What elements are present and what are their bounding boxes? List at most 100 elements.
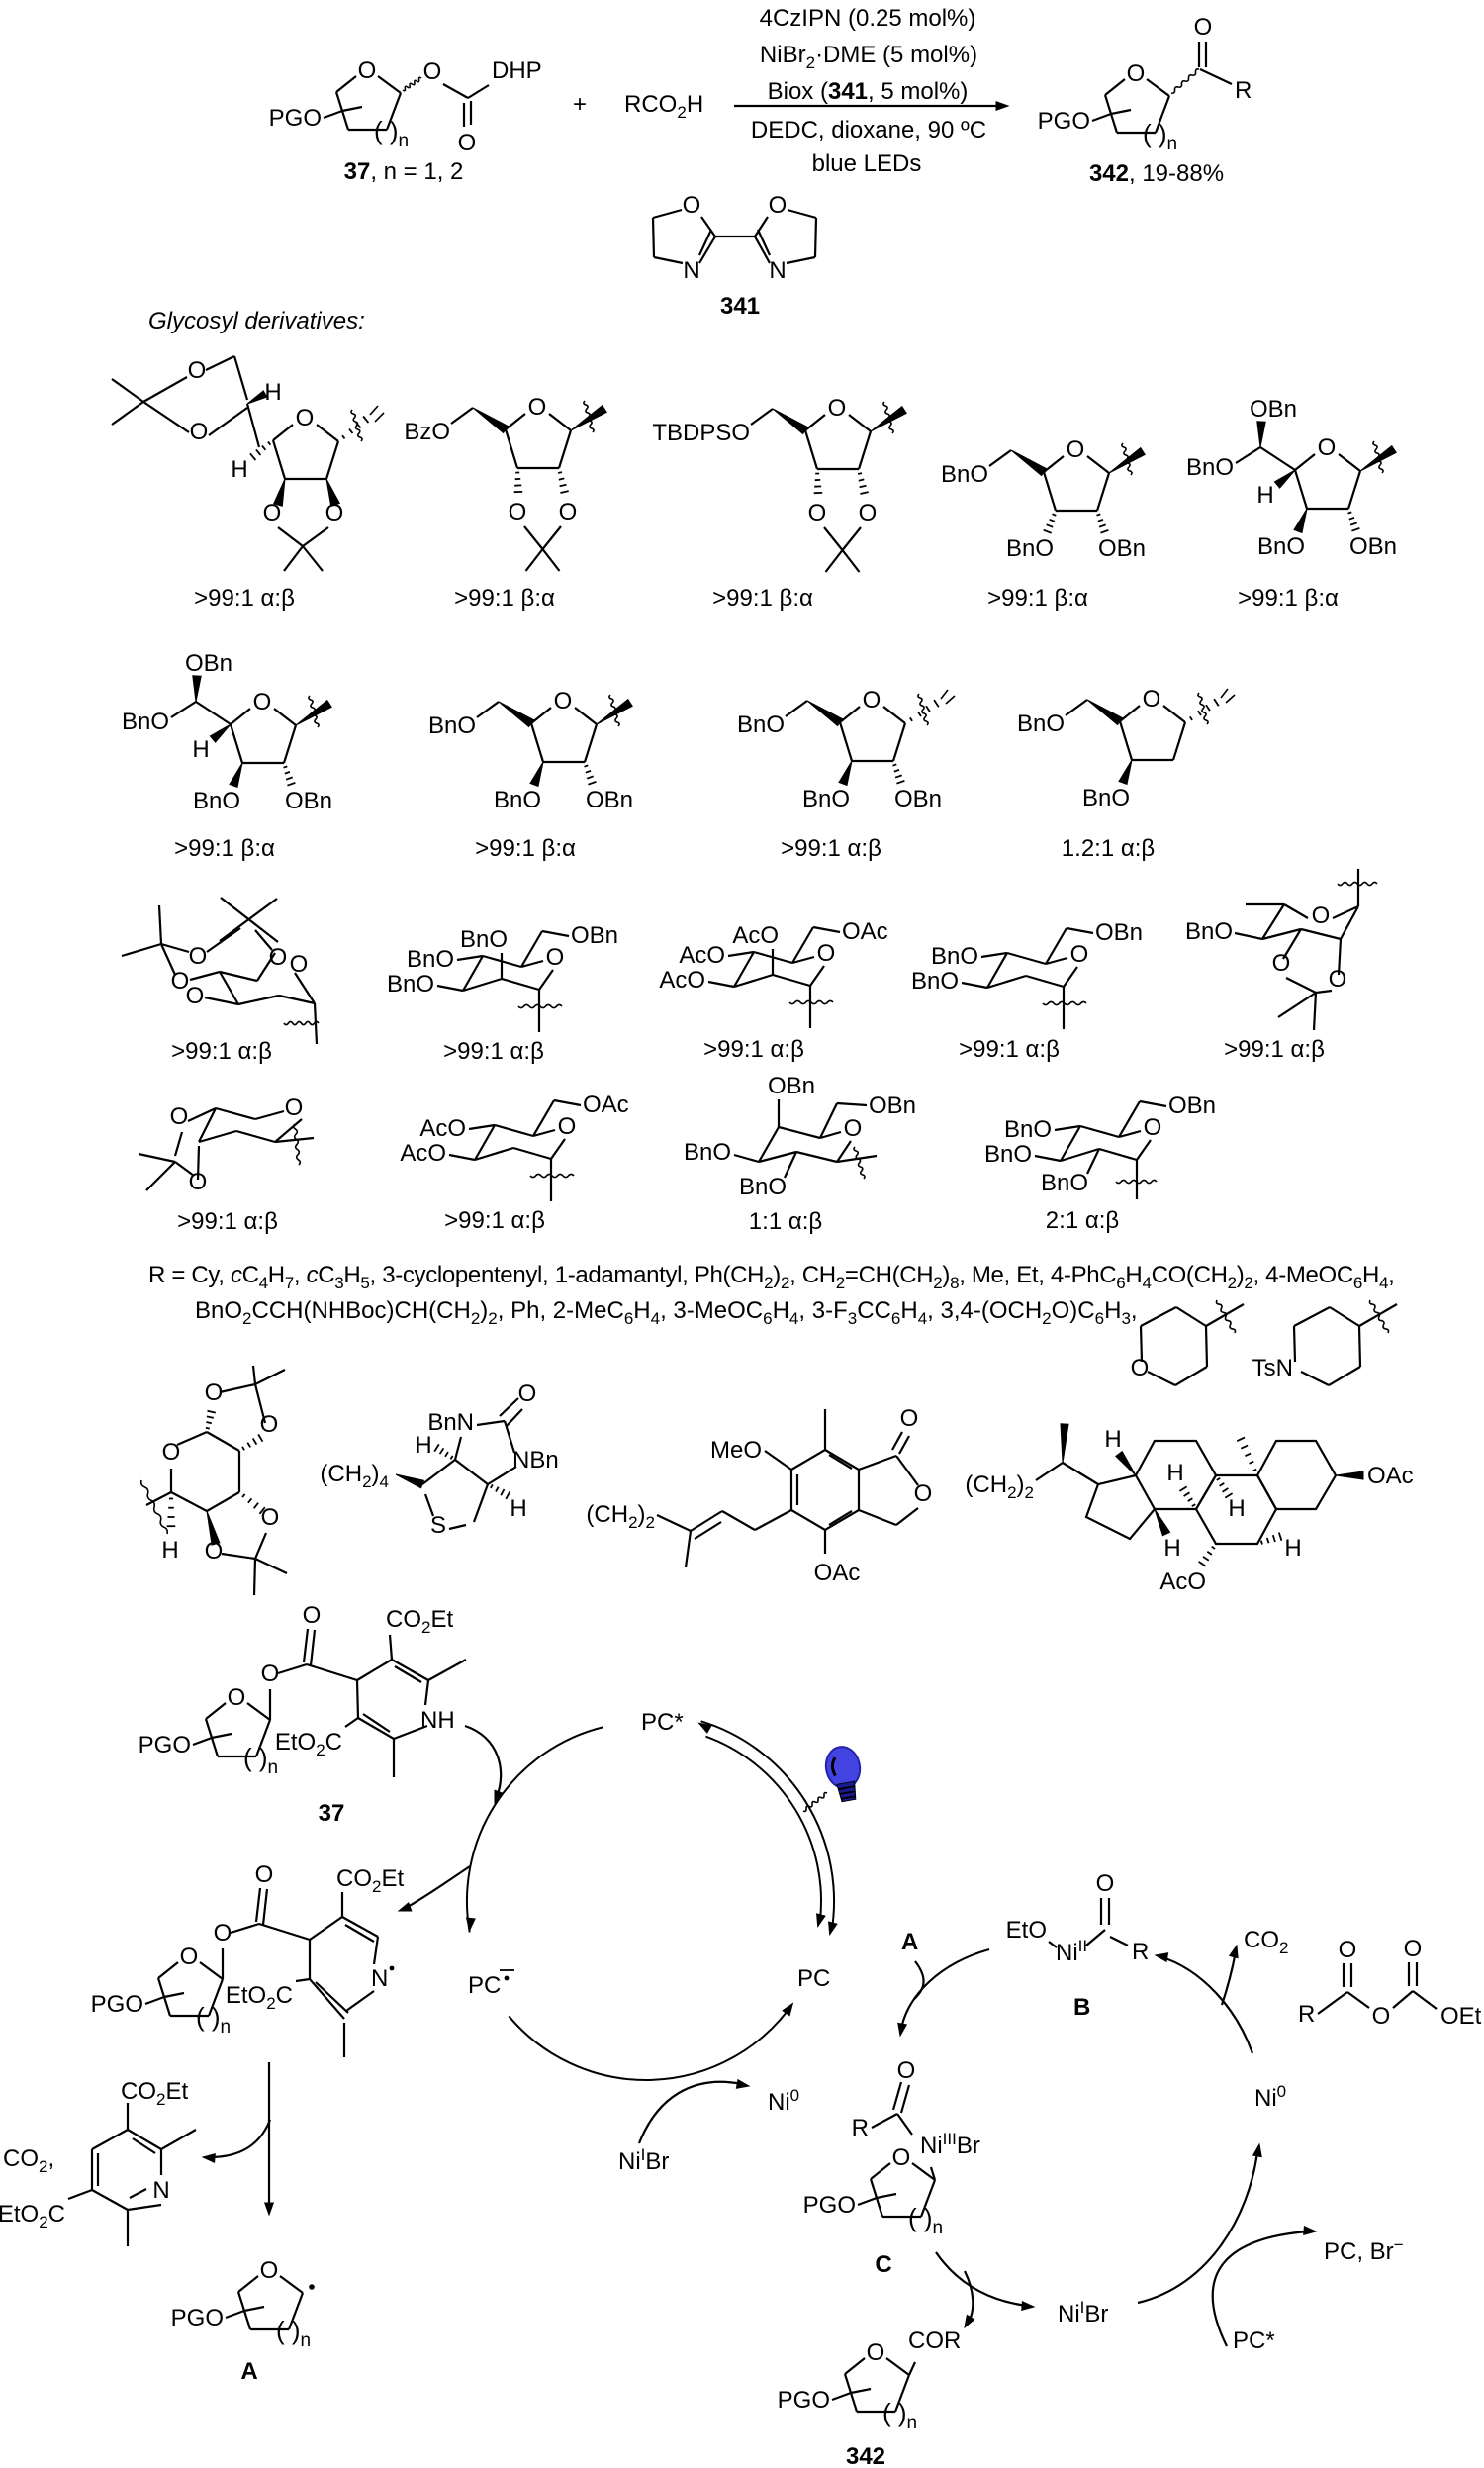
- svg-text:O: O: [892, 2144, 911, 2171]
- svg-text:>99:1 α:β: >99:1 α:β: [443, 1038, 544, 1065]
- svg-text:EtO2C: EtO2C: [275, 1729, 342, 1759]
- svg-text:H: H: [1166, 1460, 1183, 1486]
- svg-text:BnO2CCH(NHBoc)CH(CH2)2, Ph, 2-: BnO2CCH(NHBoc)CH(CH2)2, Ph, 2-MeC6H4, 3-…: [195, 1297, 1138, 1328]
- svg-text:N: N: [152, 2177, 169, 2204]
- svg-text:O: O: [900, 1405, 919, 1432]
- svg-text:OBn: OBn: [285, 788, 332, 814]
- svg-text:BnN: BnN: [427, 1409, 474, 1436]
- svg-text:O: O: [458, 130, 477, 156]
- svg-text:>99:1 α:β: >99:1 α:β: [177, 1208, 278, 1235]
- svg-text:O: O: [509, 499, 527, 525]
- svg-text:( )n: ( )n: [908, 2203, 943, 2238]
- svg-text:R = Cy, cC4H7, cC3H5, 3-cyclop: R = Cy, cC4H7, cC3H5, 3-cyclopentenyl, 1…: [148, 1262, 1395, 1292]
- svg-text:>99:1 α:β: >99:1 α:β: [703, 1036, 804, 1063]
- svg-text:O: O: [1096, 1870, 1115, 1897]
- svg-text:OBn: OBn: [1098, 535, 1146, 562]
- svg-text:>99:1 β:α: >99:1 β:α: [454, 585, 555, 612]
- svg-text:O: O: [205, 1379, 224, 1406]
- svg-text:B: B: [1073, 1994, 1090, 2021]
- svg-text:O: O: [1312, 902, 1331, 929]
- svg-text:BnO: BnO: [407, 946, 454, 973]
- svg-text:>99:1 β:α: >99:1 β:α: [174, 835, 275, 862]
- svg-text:BnO: BnO: [1041, 1170, 1088, 1196]
- svg-text:O: O: [559, 499, 578, 525]
- svg-text:H: H: [192, 736, 209, 763]
- svg-text:>99:1 α:β: >99:1 α:β: [171, 1038, 272, 1065]
- svg-text:BnO: BnO: [684, 1139, 731, 1166]
- svg-text:BnO: BnO: [1082, 785, 1130, 811]
- svg-text:O: O: [303, 1602, 322, 1629]
- svg-text:PGO: PGO: [778, 2387, 830, 2414]
- svg-text:O: O: [1067, 436, 1085, 463]
- svg-text:H: H: [161, 1537, 178, 1564]
- svg-text:BnO: BnO: [1006, 535, 1054, 562]
- svg-text:O: O: [683, 192, 701, 219]
- svg-text:O: O: [261, 1661, 280, 1687]
- svg-text:OAc: OAc: [1367, 1463, 1414, 1489]
- svg-text:R: R: [1235, 77, 1252, 104]
- svg-text:RCO2H: RCO2H: [624, 91, 703, 122]
- svg-text:O: O: [914, 1480, 933, 1507]
- svg-text:PGO: PGO: [91, 1991, 143, 2018]
- svg-text:O: O: [188, 357, 207, 384]
- svg-text:OBn: OBn: [768, 1073, 815, 1099]
- svg-text:O: O: [253, 689, 272, 715]
- svg-text:PGO: PGO: [269, 105, 322, 132]
- svg-text:OAc: OAc: [842, 918, 888, 945]
- svg-text:O: O: [325, 500, 344, 526]
- svg-text:BnO: BnO: [911, 968, 959, 995]
- svg-text:OBn: OBn: [571, 922, 618, 949]
- svg-text:37, n = 1, 2: 37, n = 1, 2: [344, 158, 464, 185]
- svg-text:342: 342: [846, 2443, 885, 2468]
- svg-text:N: N: [683, 257, 699, 284]
- svg-text:O: O: [290, 951, 309, 978]
- svg-text:O: O: [269, 944, 288, 971]
- svg-text:R: R: [1298, 2001, 1315, 2028]
- svg-text:CO2Et: CO2Et: [386, 1606, 453, 1637]
- svg-text:BnO: BnO: [737, 712, 785, 738]
- svg-text:O: O: [808, 500, 827, 526]
- svg-text:CO2Et: CO2Et: [121, 2078, 188, 2109]
- svg-text:O: O: [214, 1920, 232, 1946]
- svg-text:1.2:1 α:β: 1.2:1 α:β: [1062, 835, 1155, 862]
- svg-text:R: R: [852, 2115, 869, 2141]
- svg-text:S: S: [430, 1512, 446, 1539]
- svg-text:PC: PC: [468, 1972, 501, 1999]
- svg-text:EtO2C: EtO2C: [0, 2201, 65, 2231]
- svg-text:( )n: ( )n: [276, 2316, 311, 2351]
- svg-text:BnO: BnO: [739, 1174, 787, 1200]
- svg-text:PGO: PGO: [803, 2192, 856, 2219]
- svg-text:O: O: [1144, 1114, 1162, 1141]
- svg-text:PC, Br−: PC, Br−: [1324, 2235, 1404, 2265]
- svg-text:H: H: [1256, 482, 1273, 509]
- svg-text:O: O: [171, 968, 190, 995]
- svg-text:O: O: [1272, 950, 1291, 977]
- svg-text:O: O: [296, 405, 315, 431]
- svg-text:BnO: BnO: [193, 788, 240, 814]
- svg-text:NBn: NBn: [512, 1447, 559, 1473]
- svg-text:OBn: OBn: [1095, 919, 1143, 946]
- svg-text:O: O: [1131, 1355, 1150, 1381]
- svg-text:AcO: AcO: [419, 1115, 466, 1142]
- svg-text:AcO: AcO: [400, 1140, 446, 1167]
- svg-text:O: O: [162, 1439, 181, 1466]
- svg-text:Ni0: Ni0: [1254, 2082, 1286, 2112]
- svg-text:BnO: BnO: [984, 1141, 1032, 1168]
- svg-text:COR: COR: [908, 2327, 961, 2354]
- svg-text:O: O: [180, 1944, 199, 1970]
- svg-text:O: O: [1070, 941, 1089, 968]
- svg-text:(CH2)2: (CH2)2: [965, 1471, 1034, 1502]
- svg-text:H: H: [1228, 1495, 1245, 1522]
- svg-text:BnO: BnO: [1185, 918, 1233, 945]
- svg-text:O: O: [263, 500, 282, 526]
- svg-text:BnO: BnO: [1257, 533, 1305, 560]
- svg-text:AcO: AcO: [679, 942, 725, 969]
- svg-text:NiIIIBr: NiIIIBr: [920, 2130, 980, 2159]
- svg-text:O: O: [554, 688, 573, 714]
- svg-text:( )n: ( )n: [882, 2398, 917, 2433]
- svg-text:O: O: [1127, 60, 1146, 87]
- svg-text:O: O: [189, 943, 208, 970]
- svg-text:O: O: [859, 500, 878, 526]
- svg-text:O: O: [1372, 2003, 1391, 2030]
- svg-text:EtO: EtO: [1006, 1917, 1047, 1944]
